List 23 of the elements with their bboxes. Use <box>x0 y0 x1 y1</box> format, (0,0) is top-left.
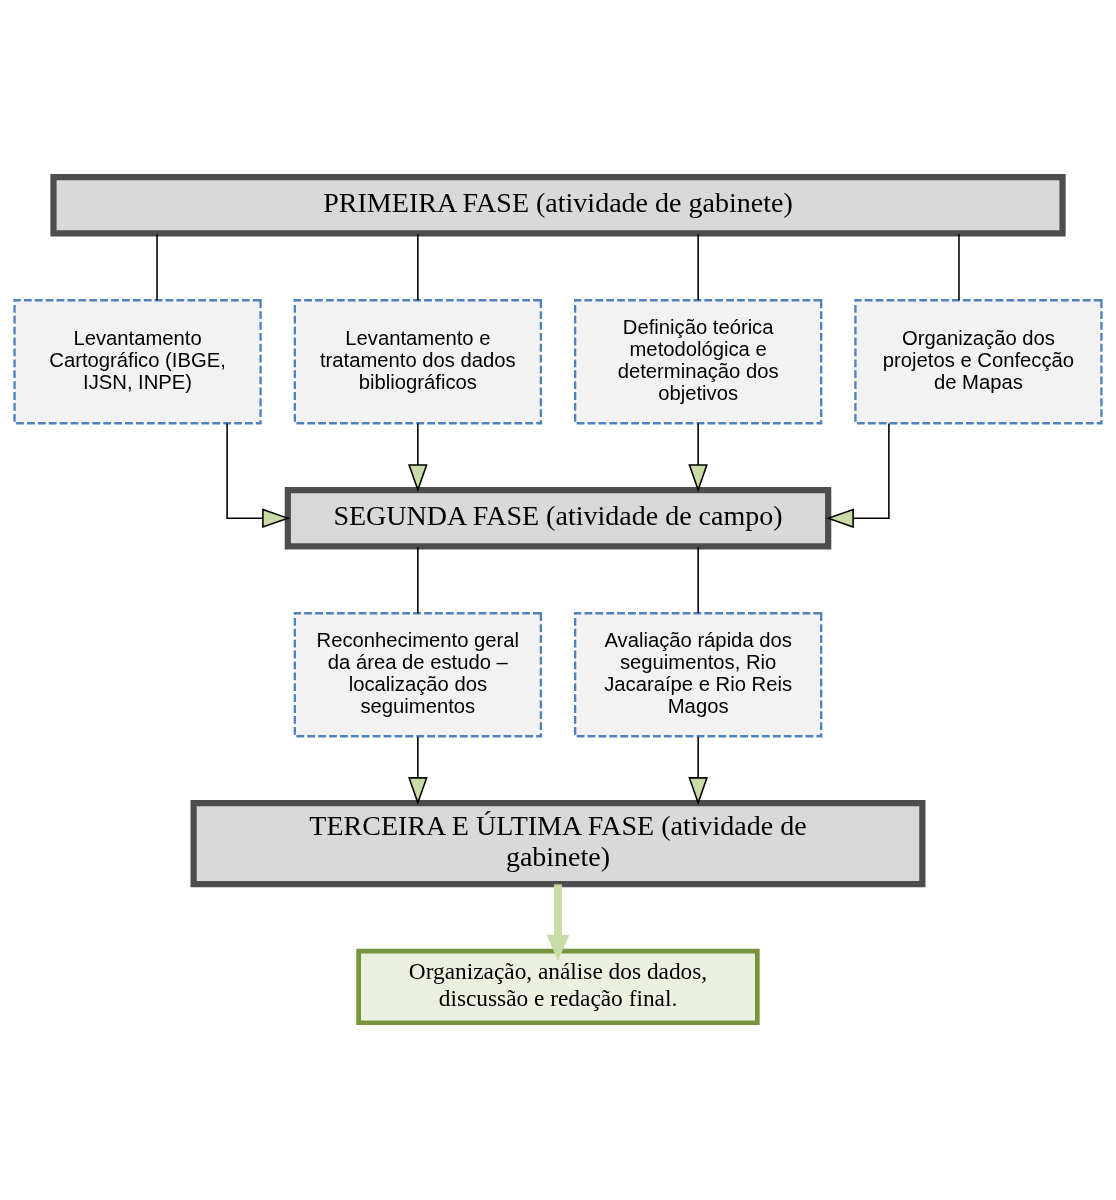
connector <box>417 233 419 301</box>
node-box: Definição teórica metodológica e determinação dos objetivos <box>573 299 823 425</box>
node-box: Levantamento Cartográfico (IBGE, IJSN, INPE) <box>13 299 262 425</box>
connector <box>156 233 158 301</box>
connector <box>697 233 699 301</box>
arrow <box>546 884 570 961</box>
connector <box>697 546 699 614</box>
connector <box>958 233 960 301</box>
connector <box>417 546 419 614</box>
arrow <box>688 422 708 493</box>
node-box: Reconhecimento geral da área de estudo – localização dos seguimentos <box>293 612 543 738</box>
arrow <box>825 422 890 529</box>
node-box: PRIMEIRA FASE (atividade de gabinete) <box>50 174 1066 237</box>
node-box: TERCEIRA E ÚLTIMA FASE (atividade de gabinete) <box>190 800 926 888</box>
node-box: Organização, análise dos dados, discussão e redação final. <box>356 948 760 1026</box>
node-box: SEGUNDA FASE (atividade de campo) <box>284 487 832 550</box>
node-box: Levantamento e tratamento dos dados bibliográficos <box>293 299 543 425</box>
arrow <box>688 735 708 806</box>
arrow <box>408 735 428 806</box>
node-box: Organização dos projetos e Confecção de Mapas <box>854 299 1103 425</box>
arrow <box>226 422 291 529</box>
node-box: Avaliação rápida dos seguimentos, Rio Jacaraípe e Rio Reis Magos <box>573 612 823 738</box>
arrow <box>408 422 428 493</box>
